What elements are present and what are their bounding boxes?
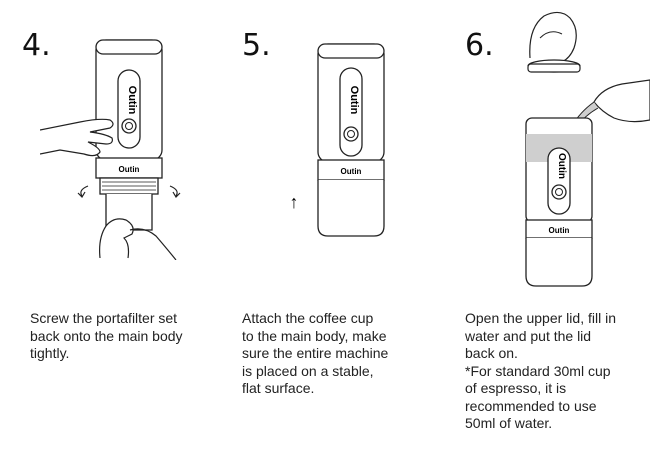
step-6-caption: Open the upper lid, fill in water and pu… <box>465 310 616 431</box>
step-5-logo: Outin <box>348 86 360 115</box>
step-5-illustration: Outin Outin ↑ <box>290 43 385 237</box>
step-5-brand-label: Outin <box>341 167 362 176</box>
step-4: 4. Outin Outin Screw the portafilter set… <box>0 0 200 453</box>
step-6-brand-label: Outin <box>549 226 570 235</box>
step-5-caption: Attach the coffee cup to the main body, … <box>242 310 389 396</box>
step-6-number: 6. <box>465 28 494 63</box>
step-4-caption: Screw the portafilter set back onto the … <box>30 310 183 361</box>
step-4-brand-label: Outin <box>119 165 140 174</box>
step-6-logo: Outin <box>556 153 567 179</box>
step-5-up-arrow: ↑ <box>290 192 299 212</box>
step-5: 5. Outin Outin ↑ Attach the coffee cup t… <box>220 0 420 453</box>
step-4-number: 4. <box>22 28 51 63</box>
step-6-illustration: Outin Outin <box>525 11 650 287</box>
step-4-illustration: Outin Outin <box>40 39 181 260</box>
step-6: 6. Outin Outin Open the upper lid, fill … <box>440 0 650 453</box>
step-4-logo: Outin <box>126 86 138 115</box>
step-5-number: 5. <box>242 28 271 63</box>
